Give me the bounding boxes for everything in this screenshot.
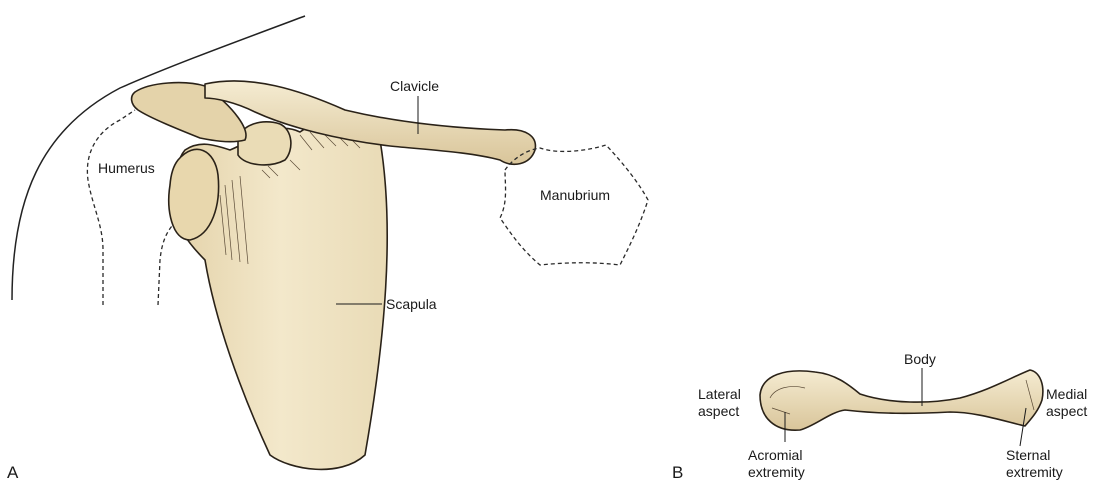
scapula-hatching bbox=[219, 127, 361, 265]
lateral-line1: Lateral bbox=[698, 386, 741, 402]
isolated-clavicle-shape bbox=[759, 369, 1044, 431]
body-label: Body bbox=[904, 351, 936, 367]
manubrium-label: Manubrium bbox=[540, 187, 610, 203]
sternal-line1: Sternal bbox=[1006, 447, 1050, 463]
clavicle-shape bbox=[204, 80, 537, 166]
acromial-line2: extremity bbox=[748, 464, 805, 480]
humerus-label: Humerus bbox=[98, 160, 155, 176]
sternal-line2: extremity bbox=[1006, 464, 1063, 480]
acromial-extremity-label: Acromial extremity bbox=[748, 447, 806, 480]
panel-b: Body Lateral aspect Medial aspect Acromi… bbox=[672, 351, 1091, 482]
medial-line2: aspect bbox=[1046, 403, 1087, 419]
scapula-label: Scapula bbox=[386, 296, 437, 312]
medial-aspect-label: Medial aspect bbox=[1046, 386, 1091, 419]
lateral-aspect-label: Lateral aspect bbox=[698, 386, 745, 419]
coracoid-shape bbox=[237, 121, 292, 166]
lateral-line2: aspect bbox=[698, 403, 739, 419]
sternal-extremity-label: Sternal extremity bbox=[1006, 447, 1063, 480]
medial-line1: Medial bbox=[1046, 386, 1087, 402]
isolated-clavicle-detail bbox=[769, 379, 1035, 415]
shoulder-outline bbox=[11, 15, 306, 301]
panel-a: Clavicle Humerus Manubrium Scapula A bbox=[7, 15, 649, 482]
manubrium-outline bbox=[499, 144, 649, 266]
panel-b-letter: B bbox=[672, 463, 683, 482]
humerus-outline bbox=[86, 109, 136, 305]
acromial-line1: Acromial bbox=[748, 447, 802, 463]
sternal-leader bbox=[1019, 407, 1027, 447]
panel-a-letter: A bbox=[7, 463, 19, 482]
clavicle-label: Clavicle bbox=[390, 78, 439, 94]
glenoid-shape bbox=[168, 148, 220, 241]
